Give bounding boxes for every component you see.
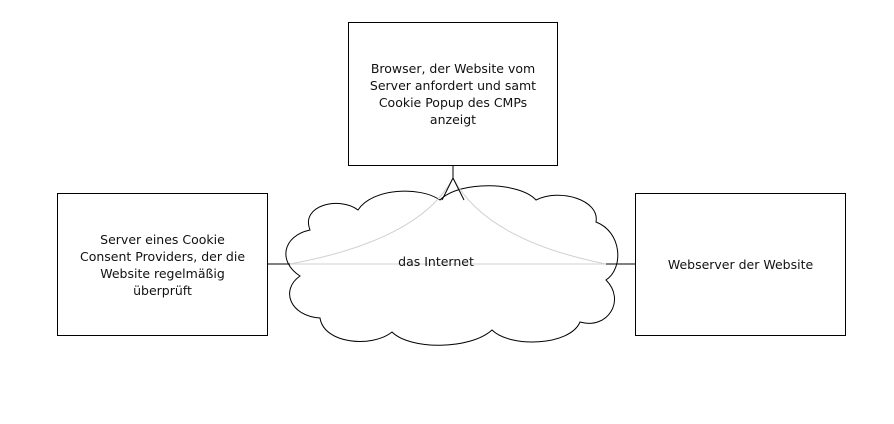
internet-cloud-label: das Internet [398,254,474,269]
connector-browser-to-cmp [289,177,454,265]
browser-node: Browser, der Website vom Server anforder… [348,22,558,166]
connector-browser-box-to-cloud [441,166,465,201]
cmp-server-node: Server eines Cookie Consent Providers, d… [57,193,268,336]
cmp-server-node-label: Server eines Cookie Consent Providers, d… [79,231,246,298]
browser-node-label: Browser, der Website vom Server anforder… [369,61,537,127]
connector-browser-to-webserver [452,177,607,265]
webserver-node: Webserver der Website [635,193,846,336]
webserver-node-label: Webserver der Website [667,257,814,272]
